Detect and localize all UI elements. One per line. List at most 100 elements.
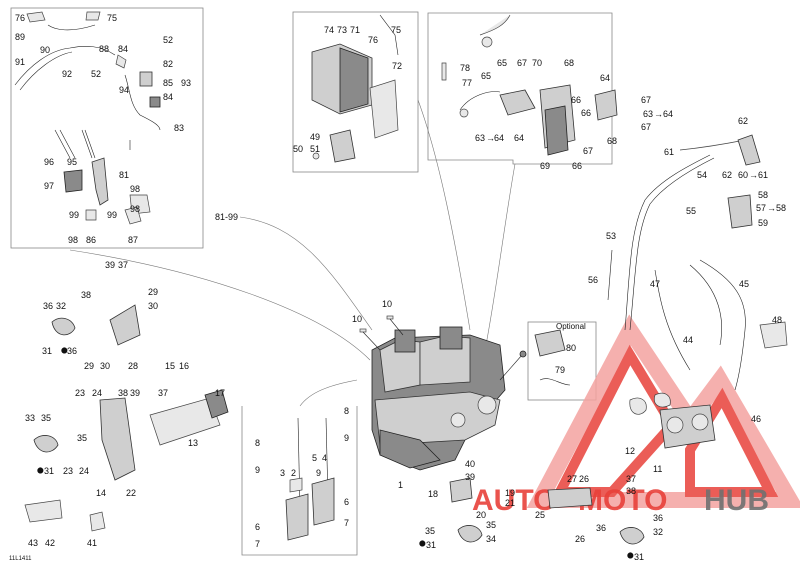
label-99b: 99 <box>107 210 117 220</box>
label-61a: 61 <box>664 147 674 157</box>
label-85: 85 <box>163 78 173 88</box>
label-34: 34 <box>486 534 496 544</box>
label-arrow-63: → <box>654 109 663 119</box>
label-24a: 24 <box>92 388 102 398</box>
label-38b: 38 <box>118 388 128 398</box>
label-41: 41 <box>87 538 97 548</box>
callout-ecm <box>417 99 471 331</box>
label-13: 13 <box>188 438 198 448</box>
label-52b: 52 <box>91 69 101 79</box>
label-31c: 31 <box>426 540 436 550</box>
label-22: 22 <box>126 488 136 498</box>
label-36b: 36 <box>67 346 77 356</box>
label-76a: 76 <box>15 13 25 23</box>
label-24b: 24 <box>79 466 89 476</box>
label-39b: 39 <box>130 388 140 398</box>
label-arrow-60: → <box>749 170 758 180</box>
label-37c: 37 <box>626 474 636 484</box>
label-46: 46 <box>751 414 761 424</box>
box-fuel-injection <box>427 12 613 165</box>
watermark-auto: AUTO <box>472 484 556 517</box>
label-5: 5 <box>312 453 317 463</box>
label-31d: 31 <box>634 552 644 562</box>
label-42: 42 <box>45 538 55 548</box>
label-69: 69 <box>540 161 550 171</box>
label-9c: 9 <box>316 468 321 478</box>
label-88: 88 <box>99 44 109 54</box>
label-39a: 39 <box>105 260 115 270</box>
label-53: 53 <box>606 231 616 241</box>
label-12: 12 <box>625 446 635 456</box>
label-62a: 62 <box>738 116 748 126</box>
label-29b: 29 <box>84 361 94 371</box>
label-64d: 64 <box>514 133 524 143</box>
starter-and-mounts <box>24 304 229 532</box>
label-99a: 99 <box>69 210 79 220</box>
drop-31a: ⬤ <box>61 347 68 354</box>
label-67d: 67 <box>583 146 593 156</box>
drop-31b: ⬤ <box>37 467 44 474</box>
label-97: 97 <box>44 181 54 191</box>
label-21: 21 <box>505 498 515 508</box>
label-94: 94 <box>119 85 129 95</box>
label-26b: 26 <box>575 534 585 544</box>
label-51: 51 <box>310 144 320 154</box>
label-66c: 66 <box>572 161 582 171</box>
label-50: 50 <box>293 144 303 154</box>
label-57: 57 <box>756 203 766 213</box>
label-67b: 67 <box>641 95 651 105</box>
label-31b: 31 <box>44 466 54 476</box>
label-54: 54 <box>697 170 707 180</box>
label-36d: 36 <box>653 513 663 523</box>
ignition-coils <box>285 417 335 541</box>
label-32b: 32 <box>653 527 663 537</box>
label-59: 59 <box>758 218 768 228</box>
lower-center-parts <box>449 477 645 545</box>
fuel-injection-parts <box>441 14 618 156</box>
label-45: 45 <box>739 279 749 289</box>
label-52a: 52 <box>163 35 173 45</box>
optional-parts <box>534 329 571 386</box>
label-35a: 35 <box>41 413 51 423</box>
label-92: 92 <box>62 69 72 79</box>
label-68a: 68 <box>564 58 574 68</box>
hose-group-top-left <box>14 11 161 225</box>
label-28: 28 <box>128 361 138 371</box>
label-79: 79 <box>555 365 565 375</box>
label-82: 82 <box>163 59 173 69</box>
right-hoses <box>607 134 788 391</box>
box-hoses-81-99 <box>10 7 204 249</box>
label-ref-81-99: 81-99 <box>215 212 238 222</box>
label-66a: 66 <box>571 95 581 105</box>
label-arrow-63b: → <box>486 133 495 143</box>
label-47: 47 <box>650 279 660 289</box>
label-70: 70 <box>532 58 542 68</box>
label-67a: 67 <box>517 58 527 68</box>
label-44: 44 <box>683 335 693 345</box>
callout-injection <box>484 163 516 351</box>
engine-assembly <box>371 326 527 471</box>
figure-code: 11L1411 <box>9 556 32 562</box>
label-23b: 23 <box>63 466 73 476</box>
label-26a: 26 <box>579 474 589 484</box>
label-90: 90 <box>40 45 50 55</box>
optional-label: Optional <box>556 322 586 331</box>
label-35d: 35 <box>425 526 435 536</box>
label-62b: 62 <box>722 170 732 180</box>
label-56: 56 <box>588 275 598 285</box>
label-37b: 37 <box>158 388 168 398</box>
label-58b: 58 <box>776 203 786 213</box>
label-80: 80 <box>566 343 576 353</box>
label-74: 74 <box>324 25 334 35</box>
label-15: 15 <box>165 361 175 371</box>
watermark-hub: HUB <box>704 484 769 517</box>
label-89: 89 <box>15 32 25 42</box>
label-78: 78 <box>460 63 470 73</box>
label-1: 1 <box>398 480 403 490</box>
label-40: 40 <box>465 459 475 469</box>
callout-81-99 <box>239 216 373 331</box>
label-60: 60 <box>738 170 748 180</box>
label-76b: 76 <box>368 35 378 45</box>
throttle-body <box>629 392 716 449</box>
